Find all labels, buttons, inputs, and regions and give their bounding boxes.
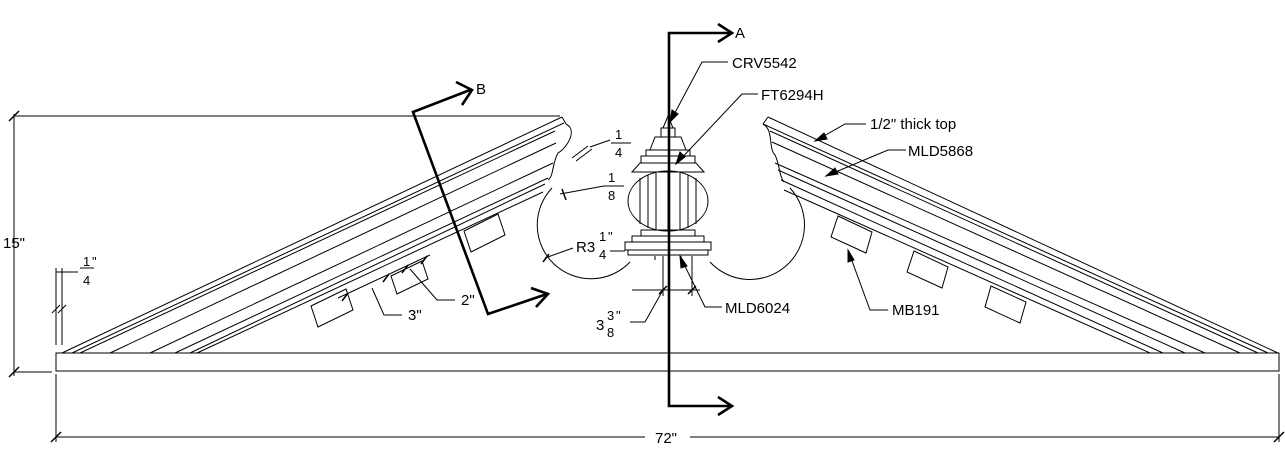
section-cut-b bbox=[411, 80, 551, 316]
base-thickness-dimension bbox=[51, 267, 94, 345]
left-raking-cornice bbox=[61, 116, 572, 354]
dentil-spacing-label: 3" bbox=[408, 307, 422, 324]
finial-width-dimension bbox=[630, 256, 700, 323]
base-thickness-num: 1 bbox=[83, 254, 90, 269]
right-dentil-blocks bbox=[830, 215, 1027, 324]
left-dentil-blocks bbox=[310, 213, 506, 328]
finial-width-num: 3 bbox=[607, 308, 614, 323]
finial-width-den: 8 bbox=[607, 325, 614, 340]
section-cut-a bbox=[667, 22, 735, 417]
callout-crv5542: CRV5542 bbox=[732, 55, 797, 72]
width-dimension-label: 72" bbox=[655, 430, 677, 447]
base-board bbox=[55, 352, 1280, 372]
gap-top-den: 4 bbox=[615, 145, 622, 160]
height-dimension-label: 15" bbox=[3, 235, 25, 252]
gap-top-dimension bbox=[571, 139, 631, 162]
gap-mid-den: 8 bbox=[608, 188, 615, 203]
gap-top-num: 1 bbox=[615, 127, 622, 142]
width-dimension bbox=[50, 374, 1285, 443]
gap-mid-dimension bbox=[559, 185, 624, 201]
section-b-label: B bbox=[476, 81, 486, 98]
callout-thick-top: 1/2" thick top bbox=[870, 116, 956, 133]
radius-unit: " bbox=[608, 229, 613, 244]
radius-dimension bbox=[542, 247, 625, 263]
base-thickness-den: 4 bbox=[83, 273, 90, 288]
finial-width-unit: " bbox=[616, 308, 621, 323]
radius-num: 1 bbox=[599, 229, 606, 244]
height-dimension bbox=[8, 110, 560, 378]
dentil-width-label: 2" bbox=[461, 292, 475, 309]
base-thickness-unit: " bbox=[92, 254, 97, 269]
radius-prefix: R3 bbox=[576, 239, 595, 256]
callout-mld5868: MLD5868 bbox=[908, 143, 973, 160]
gap-mid-num: 1 bbox=[608, 170, 615, 185]
callout-mb191: MB191 bbox=[892, 302, 940, 319]
callout-mld6024: MLD6024 bbox=[725, 300, 790, 317]
section-a-label: A bbox=[735, 25, 745, 42]
scroll-cutout bbox=[536, 187, 805, 280]
right-raking-cornice bbox=[762, 116, 1279, 354]
radius-den: 4 bbox=[599, 247, 606, 262]
callout-leaders bbox=[669, 61, 906, 311]
callout-ft6294h: FT6294H bbox=[761, 87, 824, 104]
finial-width-whole: 3 bbox=[596, 317, 604, 334]
dentil-dimensions bbox=[337, 254, 455, 316]
